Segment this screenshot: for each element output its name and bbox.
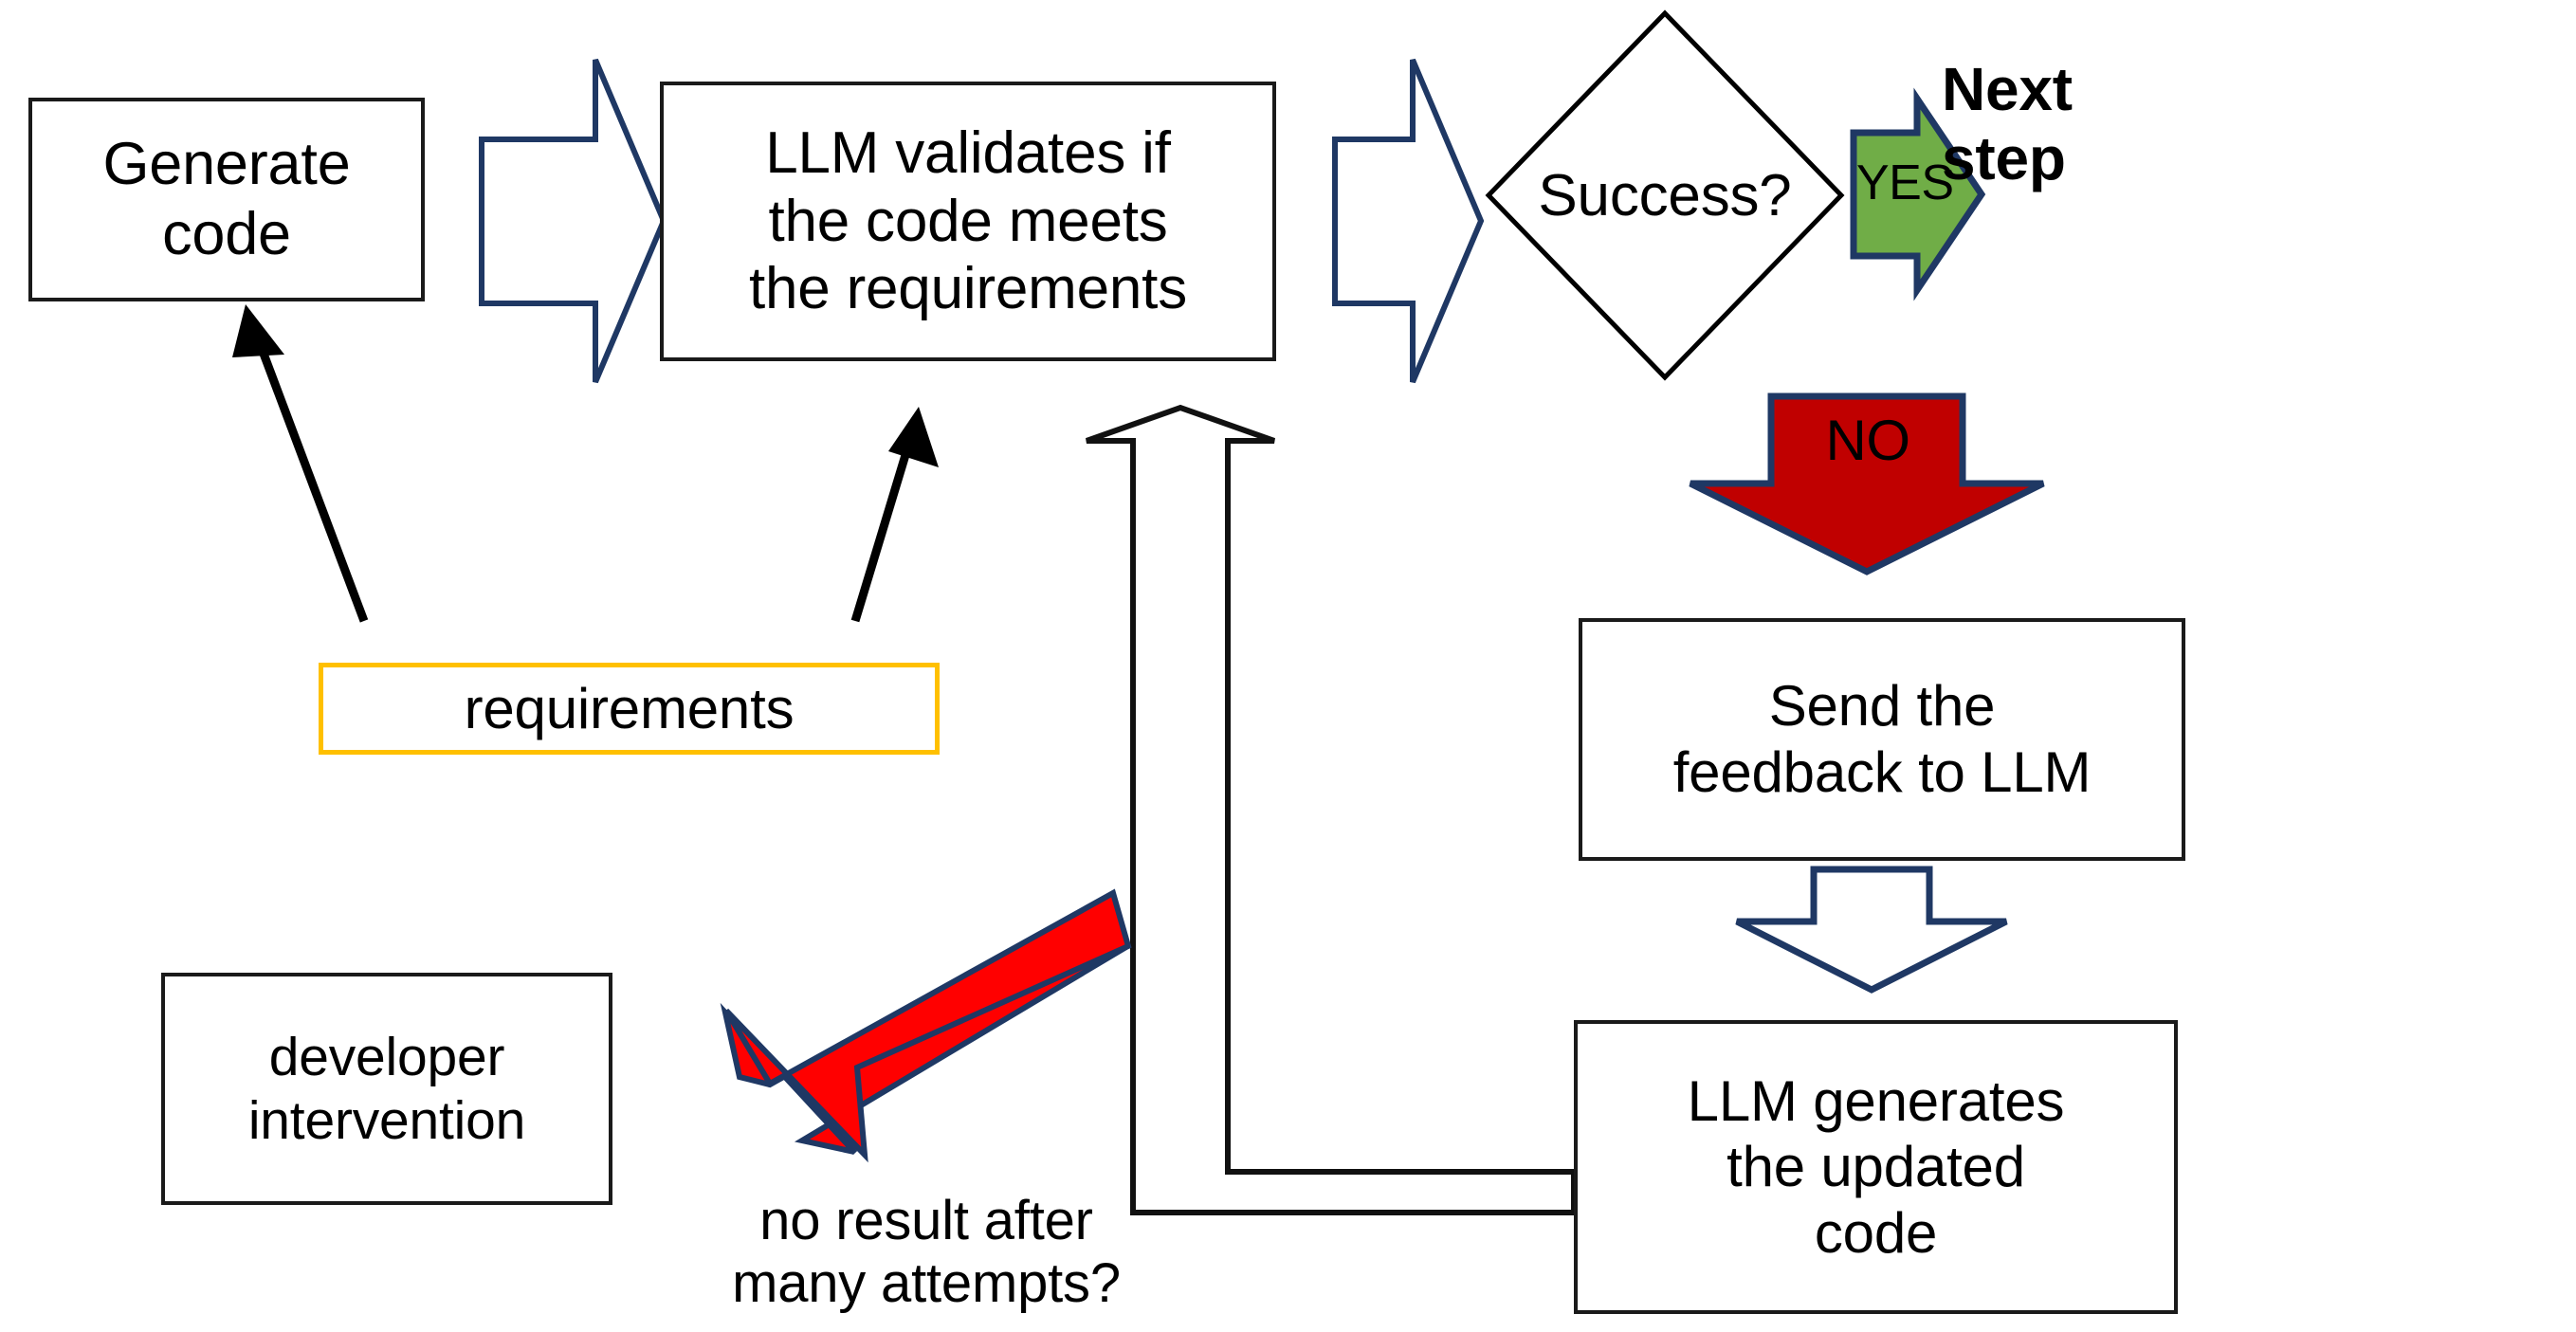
node-requirements[interactable]: requirements bbox=[319, 663, 940, 755]
block-arrow-generate-to-validate bbox=[479, 58, 667, 384]
developer-intervention-arrow-head bbox=[723, 888, 1132, 1163]
node-generate-code-label: Generate code bbox=[102, 131, 351, 267]
node-send-feedback[interactable]: Send the feedback to LLM bbox=[1579, 618, 2185, 861]
node-generate-code[interactable]: Generate code bbox=[28, 98, 425, 301]
node-llm-generates[interactable]: LLM generates the updated code bbox=[1574, 1020, 2178, 1314]
node-success-label: Success? bbox=[1538, 162, 1792, 228]
no-arrow-label: NO bbox=[1825, 409, 1911, 472]
yes-arrow-label: YES bbox=[1856, 155, 1954, 210]
node-llm-validates-label: LLM validates if the code meets the requ… bbox=[748, 119, 1188, 322]
loopback-arrow-generates-to-validate bbox=[1086, 404, 1577, 1215]
node-requirements-label: requirements bbox=[464, 676, 795, 740]
node-next-step-label: Next step bbox=[1942, 55, 2073, 192]
node-llm-generates-label: LLM generates the updated code bbox=[1687, 1068, 2065, 1265]
node-developer-intervention-label: developer intervention bbox=[247, 1027, 526, 1151]
block-arrow-validate-to-success bbox=[1332, 58, 1485, 384]
thin-arrow-requirements-to-generate bbox=[232, 304, 369, 623]
developer-intervention-arrow bbox=[720, 889, 1128, 1156]
node-developer-intervention[interactable]: developer intervention bbox=[161, 973, 612, 1205]
node-llm-validates[interactable]: LLM validates if the code meets the requ… bbox=[660, 82, 1276, 361]
node-send-feedback-label: Send the feedback to LLM bbox=[1672, 674, 2092, 804]
thin-arrow-requirements-to-validate bbox=[850, 407, 939, 623]
node-success-decision[interactable]: Success? bbox=[1487, 9, 1843, 381]
no-result-edge-label: no result after many attempts? bbox=[732, 1190, 1121, 1315]
block-arrow-feedback-to-generates bbox=[1735, 866, 2008, 994]
